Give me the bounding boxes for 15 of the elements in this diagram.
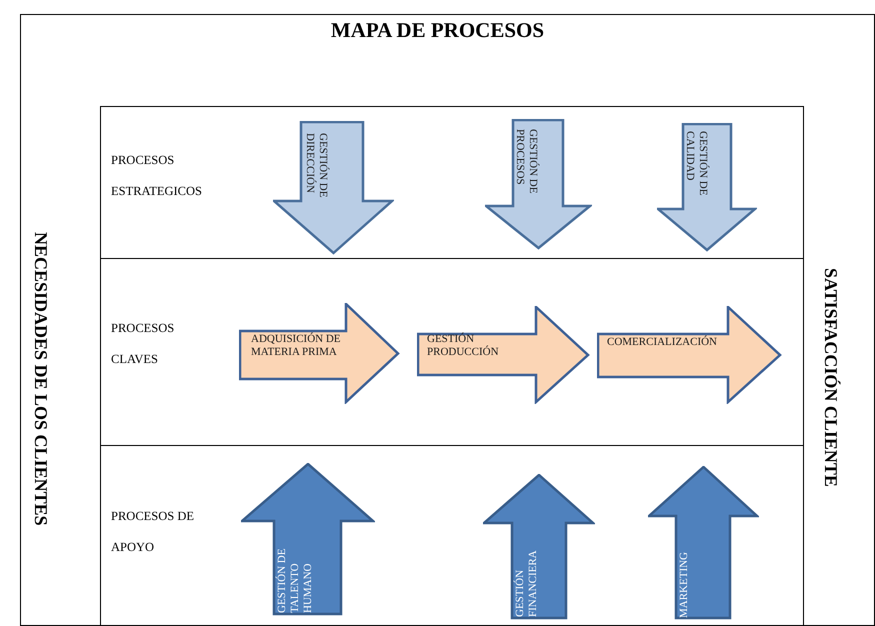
process-label: GESTIÓN FINANCIERA	[514, 549, 540, 617]
process-label: GESTIÓN PRODUCCIÓN	[427, 333, 500, 359]
process-label: GESTIÓN DE PROCESOS	[513, 129, 539, 196]
process-label: GESTIÓN DE CALIDAD	[683, 131, 709, 198]
process-label: COMERCIALIZACIÓN	[607, 336, 718, 349]
row-label: PROCESOS CLAVES	[111, 320, 176, 368]
process-label: MARKETING	[678, 551, 691, 618]
side-label: NECESIDADES DE LOS CLIENTES	[30, 232, 51, 526]
diagram-title: MAPA DE PROCESOS	[330, 18, 546, 43]
process-label: GESTIÓN DE TALENTO HUMANO	[276, 548, 315, 613]
process-label: GESTIÓN DE DIRECCIÓN	[303, 133, 329, 200]
row-label: PROCESOS DE APOYO	[111, 508, 196, 556]
side-label: SATISFACCIÓN CLIENTE	[820, 268, 841, 487]
row-label: PROCESOS ESTRATEGICOS	[111, 152, 203, 200]
process-label: ADQUISICIÓN DE MATERIA PRIMA	[251, 333, 342, 359]
